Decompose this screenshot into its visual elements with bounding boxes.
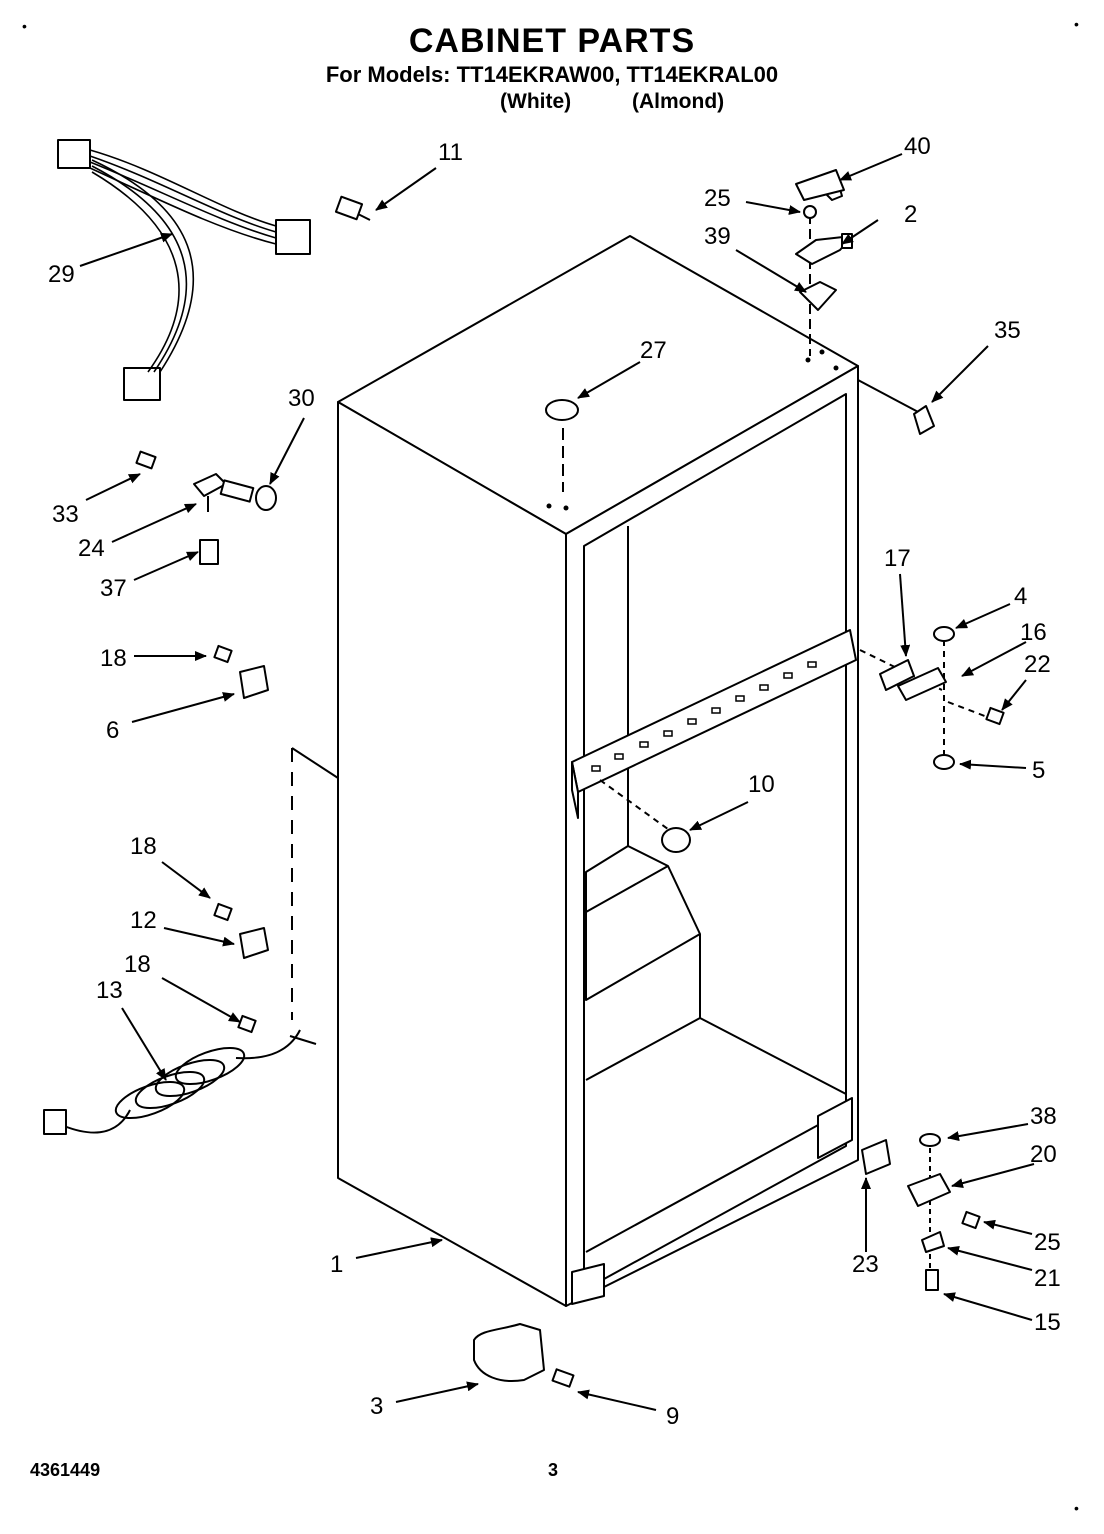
screw-part-25-bottom	[961, 1210, 981, 1230]
screw-part-25-top	[803, 205, 817, 219]
bracket-part-21	[921, 1231, 945, 1253]
registration-mark: •	[22, 18, 27, 34]
center-hinge	[897, 667, 947, 701]
callout-18-lower: 18	[124, 951, 151, 978]
cabinet-body	[337, 235, 923, 1307]
liner-back	[585, 1017, 847, 1095]
callout-33: 33	[52, 501, 79, 528]
callout-3: 3	[370, 1393, 383, 1420]
washer-part-30	[255, 485, 277, 511]
page-title: CABINET PARTS	[408, 22, 696, 60]
shim-part-23	[861, 1139, 891, 1175]
callout-10: 10	[748, 771, 775, 798]
document-number: 4361449	[30, 1460, 101, 1480]
callout-21: 21	[1034, 1265, 1061, 1292]
screw-part-18-upper	[213, 644, 233, 664]
clip-part-6	[239, 665, 269, 699]
callout-40: 40	[904, 133, 931, 160]
wire-harness	[57, 139, 311, 401]
callout-6: 6	[106, 717, 119, 744]
screw-part-33	[135, 450, 157, 470]
screw-part-18-lower	[237, 1014, 257, 1034]
leader-line	[857, 379, 923, 415]
washer-part-4	[933, 626, 955, 642]
screw-part-9	[551, 1368, 575, 1388]
callout-labels: 1 2 3 4 5 6 9 10 11 12 13 15 16 17 18 18…	[48, 133, 1061, 1430]
callout-12: 12	[130, 907, 157, 934]
cabinet-foot	[571, 1263, 605, 1305]
part-24-shaft	[219, 479, 255, 503]
callout-25-bottom: 25	[1034, 1229, 1061, 1256]
power-cord	[63, 1029, 317, 1134]
screw-part-18-middle	[213, 902, 233, 922]
callout-18-middle: 18	[130, 833, 157, 860]
callout-2: 2	[904, 201, 917, 228]
washer-part-5	[933, 754, 955, 770]
callout-13: 13	[96, 977, 123, 1004]
callout-5: 5	[1032, 757, 1045, 784]
callout-9: 9	[666, 1403, 679, 1430]
callout-37: 37	[100, 575, 127, 602]
hinge-shim	[799, 281, 837, 311]
liner-bottom	[585, 1123, 821, 1253]
callout-11: 11	[438, 139, 463, 166]
plug-part-10	[661, 827, 691, 853]
registration-mark: •	[1074, 16, 1079, 32]
washer-part-38	[919, 1133, 941, 1147]
hinge-plate-part-17	[879, 659, 915, 691]
screw-part-15	[925, 1269, 939, 1291]
center-rail-front	[571, 761, 579, 819]
callout-24: 24	[78, 535, 105, 562]
callout-1: 1	[330, 1251, 343, 1278]
bottom-hinge	[907, 1173, 951, 1207]
callout-18-upper: 18	[100, 645, 127, 672]
registration-mark: •	[1074, 1500, 1079, 1516]
variant-white-label: (White)	[500, 90, 572, 113]
callout-25-top: 25	[704, 185, 731, 212]
callout-27: 27	[640, 337, 667, 364]
cabinet-left-side	[337, 401, 567, 1307]
part-35-clip	[913, 405, 935, 435]
evaporator-cover-edge	[585, 865, 669, 913]
evaporator-cover	[585, 845, 701, 1001]
alignment-lines	[291, 214, 991, 1290]
plug-part-27	[545, 399, 579, 421]
bottom-hinge-mount	[817, 1097, 853, 1159]
callout-39: 39	[704, 223, 731, 250]
leader-arrows	[79, 153, 1035, 1411]
callout-17: 17	[884, 545, 911, 572]
hinge-bracket-part-3	[473, 1323, 545, 1382]
callout-29: 29	[48, 261, 75, 288]
top-holes	[546, 349, 839, 511]
callout-30: 30	[288, 385, 315, 412]
callout-4: 4	[1014, 583, 1027, 610]
callout-22: 22	[1024, 651, 1051, 678]
variant-almond-label: (Almond)	[632, 90, 725, 113]
power-plug	[43, 1109, 67, 1135]
callout-38: 38	[1030, 1103, 1057, 1130]
clip-part-12	[239, 927, 269, 959]
callout-15: 15	[1034, 1309, 1061, 1336]
spacer-part-37	[199, 539, 219, 565]
screw-part-22	[985, 706, 1005, 726]
hinge-cap-top	[795, 169, 845, 201]
callout-23: 23	[852, 1251, 879, 1278]
page-number: 3	[548, 1460, 559, 1480]
rail-holes	[591, 661, 817, 772]
callout-16: 16	[1020, 619, 1047, 646]
cabinet-opening	[583, 393, 847, 1291]
models-line: For Models: TT14EKRAW00, TT14EKRAL00	[325, 62, 779, 87]
callout-35: 35	[994, 317, 1021, 344]
screw-part-11	[334, 195, 371, 221]
callout-20: 20	[1030, 1141, 1057, 1168]
